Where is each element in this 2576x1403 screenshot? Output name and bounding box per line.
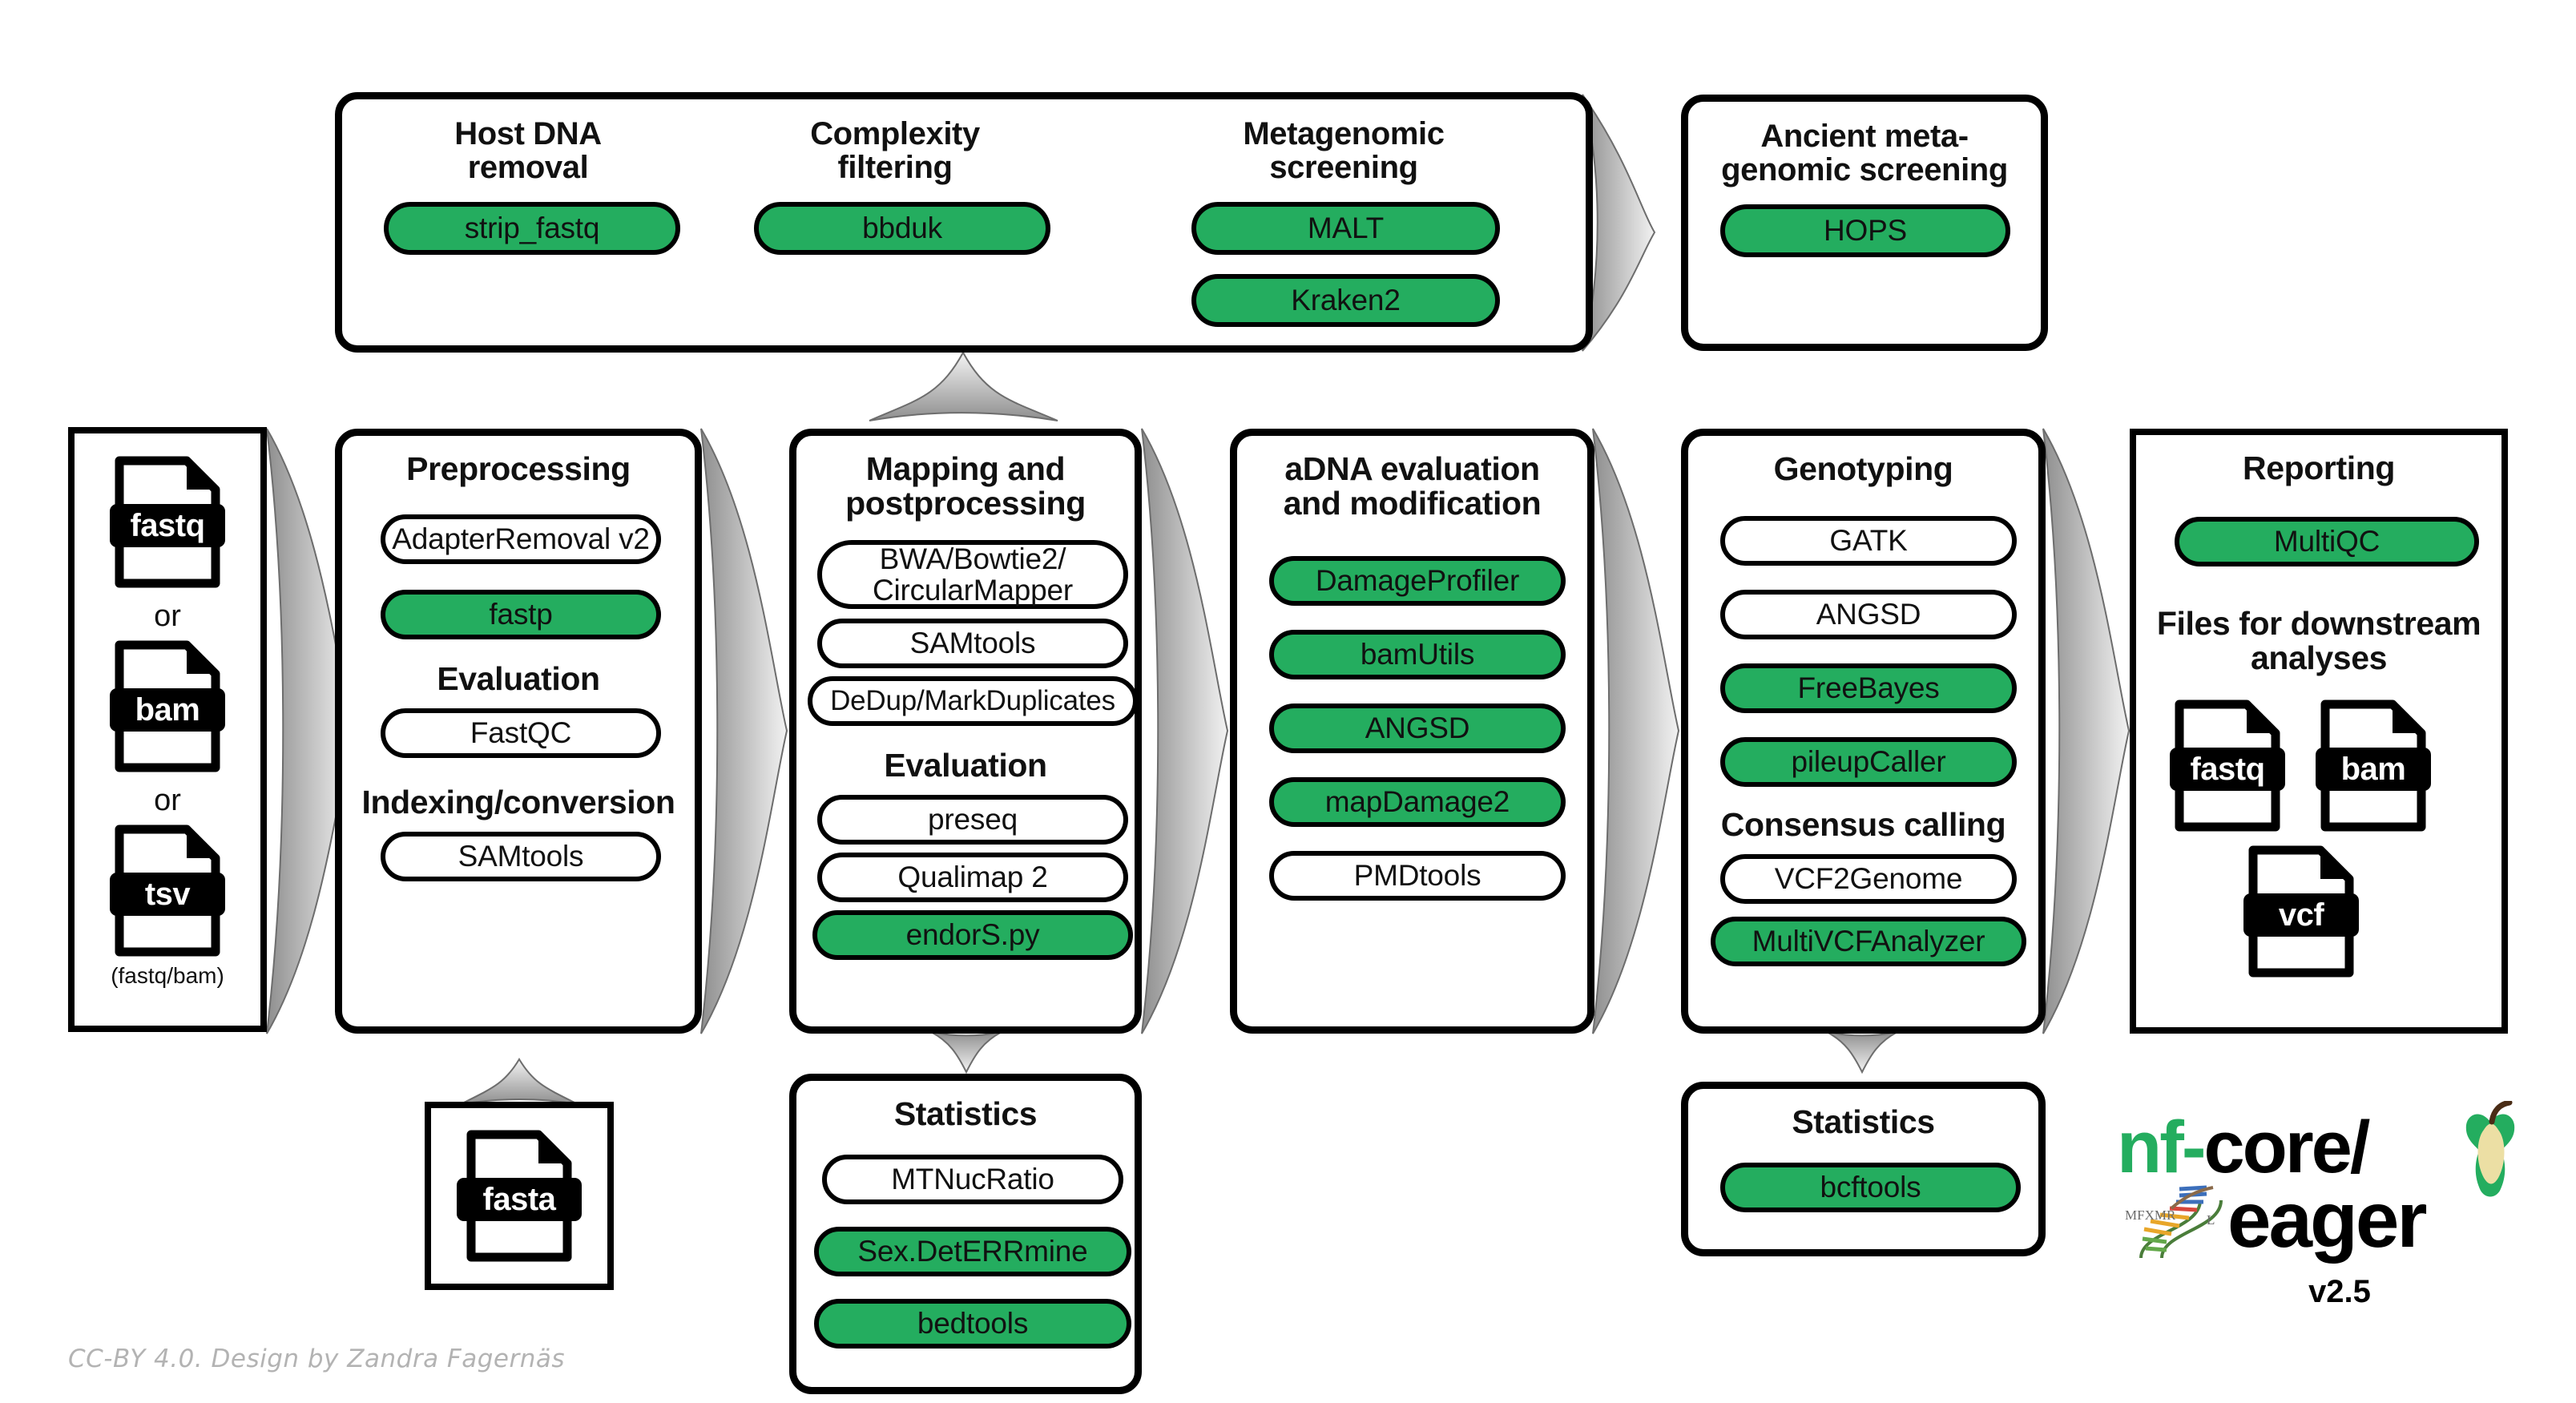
- tool-pill-bbduk[interactable]: bbduk: [754, 202, 1050, 255]
- bam-file-icon: bam: [110, 640, 225, 772]
- tool-pill-bcftools[interactable]: bcftools: [1720, 1163, 2021, 1212]
- statistics-title-right: Statistics: [1792, 1103, 1935, 1140]
- column-title-preprocessing: Preprocessing: [406, 450, 631, 487]
- output-vcf-label: vcf: [2243, 893, 2359, 937]
- tool-pill-freebayes[interactable]: FreeBayes: [1720, 663, 2017, 713]
- logo-line-1: nf-core/: [2117, 1106, 2370, 1190]
- downstream-files-title: Files for downstream analyses: [2156, 605, 2481, 677]
- tool-pill-qualimap-2[interactable]: Qualimap 2: [817, 853, 1128, 902]
- column-title-adna-evaluation-modification: aDNA evaluation and modification: [1283, 450, 1542, 522]
- section-title-consensus-calling: Consensus calling: [1720, 806, 2006, 843]
- arrow-genotyping-to-reporting: [2042, 428, 2131, 1034]
- reference-fasta-panel: fasta: [425, 1102, 614, 1290]
- svg-text:L: L: [2207, 1212, 2215, 1228]
- arrow-mapping-to-adna: [1141, 428, 1229, 1034]
- top-screening-container: Host DNA removal strip_fastq Complexity …: [335, 92, 1593, 353]
- input-files-panel: fastq or bam or tsv (fastq/bam): [68, 427, 267, 1032]
- column-mapping-postprocessing: Mapping and postprocessing BWA/Bowtie2/ …: [789, 429, 1142, 1034]
- tool-pill-gatk[interactable]: GATK: [1720, 516, 2017, 566]
- tool-pill-fastqc[interactable]: FastQC: [381, 708, 661, 758]
- arrow-genotyping-to-statistics: [1826, 1031, 1898, 1074]
- fasta-file-icon: fasta: [457, 1130, 582, 1262]
- input-or-label-2: or: [154, 784, 181, 817]
- fasta-file-label: fasta: [457, 1178, 582, 1221]
- fastq-file-icon: fastq: [110, 456, 225, 588]
- arrow-fasta-to-preprocessing: [460, 1058, 578, 1105]
- tool-pill-bedtools[interactable]: bedtools: [814, 1299, 1131, 1349]
- group-title-complexity-filtering: Complexity filtering: [810, 116, 980, 186]
- group-ancient-metagenomic-screening: Ancient meta- genomic screening HOPS: [1681, 95, 2048, 351]
- nf-core-eager-logo: nf-core/ MFXMR L eager v2.5: [2099, 1101, 2548, 1309]
- bam-file-label: bam: [110, 688, 225, 732]
- tool-pill-damageprofiler[interactable]: DamageProfiler: [1269, 556, 1566, 606]
- tsv-note-label: (fastq/bam): [111, 963, 224, 988]
- logo-nf-text: nf-: [2117, 1107, 2206, 1188]
- tool-pill-sex-deterrmine[interactable]: Sex.DetERRmine: [814, 1227, 1131, 1276]
- tool-pill-angsd-genotyping[interactable]: ANGSD: [1720, 590, 2017, 639]
- arrow-mapping-to-statistics: [930, 1031, 1002, 1074]
- tool-pill-pileupcaller[interactable]: pileupCaller: [1720, 737, 2017, 787]
- group-title-metagenomic-screening: Metagenomic screening: [1243, 116, 1445, 186]
- output-vcf-file-icon: vcf: [2243, 845, 2359, 978]
- arrow-mapping-to-screening: [869, 350, 1058, 421]
- section-title-evaluation-mapping: Evaluation: [884, 747, 1047, 784]
- tool-pill-angsd-adna[interactable]: ANGSD: [1269, 704, 1566, 753]
- output-fastq-file-icon: fastq: [2170, 699, 2285, 832]
- output-bam-label: bam: [2316, 748, 2431, 791]
- tool-pill-malt[interactable]: MALT: [1191, 202, 1500, 255]
- logo-version-text: v2.5: [2308, 1274, 2371, 1309]
- fastq-file-label: fastq: [110, 504, 225, 547]
- output-bam-file-icon: bam: [2316, 699, 2431, 832]
- tool-pill-adapterremoval-v2[interactable]: AdapterRemoval v2: [381, 514, 661, 564]
- tool-pill-bamutils[interactable]: bamUtils: [1269, 630, 1566, 679]
- group-complexity-filtering: Complexity filtering bbduk: [719, 99, 1071, 340]
- group-title-ancient-metagenomic-screening: Ancient meta- genomic screening: [1721, 119, 2008, 188]
- group-title-host-dna-removal: Host DNA removal: [454, 116, 602, 186]
- column-preprocessing: Preprocessing AdapterRemoval v2 fastp Ev…: [335, 429, 702, 1034]
- column-genotyping: Genotyping GATK ANGSD FreeBayes pileupCa…: [1681, 429, 2046, 1034]
- tool-pill-mapdamage2[interactable]: mapDamage2: [1269, 777, 1566, 827]
- apple-core-icon: [2465, 1101, 2515, 1197]
- statistics-mapping-panel: Statistics MTNucRatio Sex.DetERRmine bed…: [789, 1074, 1142, 1394]
- arrow-metagenomic-to-ancient: [1582, 94, 1656, 352]
- section-title-evaluation: Evaluation: [437, 660, 600, 697]
- tool-pill-pmdtools[interactable]: PMDtools: [1269, 851, 1566, 901]
- column-title-reporting: Reporting: [2243, 450, 2395, 486]
- tool-pill-vcf2genome[interactable]: VCF2Genome: [1720, 854, 2017, 904]
- input-or-label-1: or: [154, 599, 181, 633]
- tsv-file-label: tsv: [110, 873, 225, 916]
- column-adna-evaluation-modification: aDNA evaluation and modification DamageP…: [1230, 429, 1594, 1034]
- statistics-genotyping-panel: Statistics bcftools: [1681, 1082, 2046, 1256]
- tool-pill-strip-fastq[interactable]: strip_fastq: [384, 202, 680, 255]
- group-metagenomic-screening: Metagenomic screening MALT Kraken2: [1167, 99, 1520, 340]
- logo-pipeline-text: eager: [2227, 1175, 2428, 1264]
- tool-pill-mtnucratio[interactable]: MTNucRatio: [822, 1155, 1123, 1204]
- column-title-mapping-postprocessing: Mapping and postprocessing: [845, 450, 1086, 522]
- output-fastq-label: fastq: [2170, 748, 2285, 791]
- arrow-preprocessing-to-mapping: [700, 428, 788, 1034]
- column-title-genotyping: Genotyping: [1773, 450, 1953, 487]
- group-host-dna-removal: Host DNA removal strip_fastq: [352, 99, 704, 340]
- tool-pill-preseq[interactable]: preseq: [817, 795, 1128, 845]
- tool-pill-endors-py[interactable]: endorS.py: [812, 910, 1133, 960]
- arrow-adna-to-genotyping: [1592, 428, 1680, 1034]
- tool-pill-fastp[interactable]: fastp: [381, 590, 661, 639]
- tool-pill-multiqc[interactable]: MultiQC: [2175, 517, 2479, 566]
- tool-pill-bwa-bowtie2-circularmapper[interactable]: BWA/Bowtie2/ CircularMapper: [817, 540, 1128, 609]
- credit-line: CC-BY 4.0. Design by Zandra Fagernäs: [68, 1345, 566, 1373]
- tool-pill-hops[interactable]: HOPS: [1720, 204, 2010, 257]
- statistics-title-left: Statistics: [893, 1095, 1038, 1132]
- tsv-file-icon: tsv: [110, 824, 225, 957]
- tool-pill-samtools-preprocessing[interactable]: SAMtools: [381, 832, 661, 881]
- tool-pill-multivcfanalyzer[interactable]: MultiVCFAnalyzer: [1711, 917, 2026, 966]
- tool-pill-dedup-markduplicates[interactable]: DeDup/MarkDuplicates: [808, 676, 1138, 726]
- column-reporting: Reporting MultiQC Files for downstream a…: [2130, 429, 2508, 1034]
- logo-core-text: core/: [2203, 1107, 2370, 1188]
- tool-pill-samtools-mapping[interactable]: SAMtools: [817, 619, 1128, 668]
- dna-helix-icon: MFXMR L: [2125, 1185, 2223, 1259]
- section-title-indexing-conversion: Indexing/conversion: [361, 784, 675, 820]
- tool-pill-kraken2[interactable]: Kraken2: [1191, 274, 1500, 327]
- svg-text:MFXMR: MFXMR: [2125, 1207, 2176, 1223]
